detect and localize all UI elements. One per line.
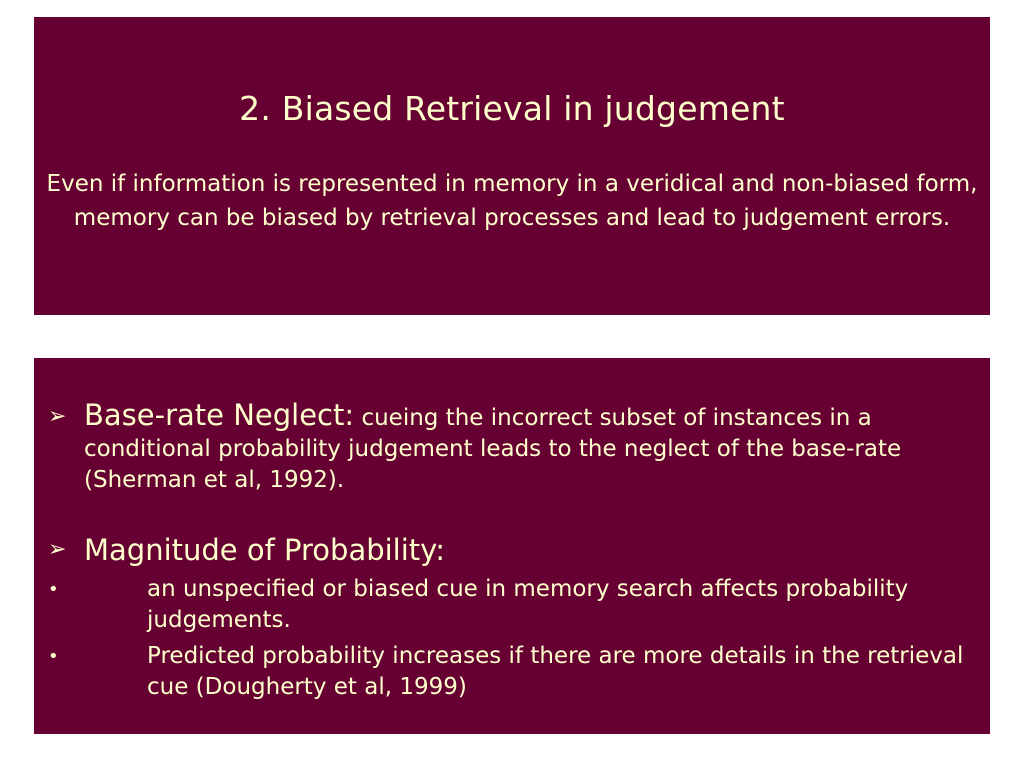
title-panel: 2. Biased Retrieval in judgement Even if… [34, 17, 990, 315]
sub-bullet-item: • Predicted probability increases if the… [48, 641, 974, 703]
point-heading: Base-rate Neglect: [84, 398, 355, 432]
point-base-rate-neglect: ➢ Base-rate Neglect: cueing the incorrec… [48, 400, 974, 496]
point-heading: Magnitude of Probability: [84, 533, 445, 567]
arrow-bullet-icon: ➢ [48, 404, 67, 429]
point-text: cueing the incorrect subset of instances… [84, 405, 902, 493]
point-magnitude-of-probability: ➢ Magnitude of Probability: [48, 532, 974, 568]
content-panel: ➢ Base-rate Neglect: cueing the incorrec… [34, 358, 990, 734]
arrow-bullet-icon: ➢ [48, 537, 67, 562]
sub-bullet-text: an unspecified or biased cue in memory s… [147, 576, 909, 633]
sub-bullet-item: • an unspecified or biased cue in memory… [48, 574, 974, 636]
slide-title: 2. Biased Retrieval in judgement [239, 89, 785, 128]
dot-bullet-icon: • [48, 646, 59, 667]
slide-subtitle: Even if information is represented in me… [46, 171, 978, 231]
sub-bullet-text: Predicted probability increases if there… [147, 643, 964, 700]
dot-bullet-icon: • [48, 579, 59, 600]
